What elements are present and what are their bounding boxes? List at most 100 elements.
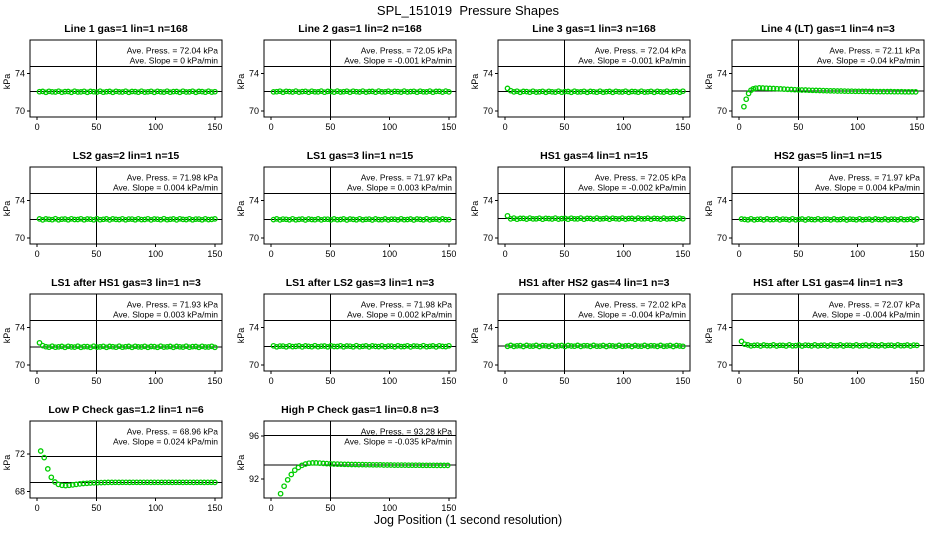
plot-title: Low P Check gas=1.2 lin=1 n=6: [48, 404, 203, 416]
y-axis-label: kPa: [470, 328, 480, 344]
y-tick-label: 70: [483, 360, 493, 370]
x-tick-label: 150: [207, 122, 222, 132]
y-axis-label: kPa: [704, 328, 714, 344]
plot-title: High P Check gas=1 lin=0.8 n=3: [281, 404, 439, 416]
y-tick-label: 74: [717, 68, 727, 78]
y-tick-label: 74: [717, 195, 727, 205]
plot-box: [497, 293, 691, 372]
x-tick-label: 150: [909, 249, 924, 259]
figure-title: SPL_151019 Pressure Shapes: [376, 3, 560, 18]
y-tick-label: 74: [15, 322, 25, 332]
ave-slope-label: Ave. Slope = 0.024 kPa/min: [113, 437, 218, 447]
ave-slope-label: Ave. Slope = -0.001 kPa/min: [578, 56, 686, 66]
y-axis-label: kPa: [470, 74, 480, 90]
ave-press-label: Ave. Press. = 72.04 kPa: [127, 46, 219, 56]
y-tick-label: 74: [15, 68, 25, 78]
plot-box: [263, 420, 457, 499]
y-tick-label: 74: [483, 322, 493, 332]
data-points: [504, 212, 686, 223]
plot-box: [29, 293, 223, 372]
x-tick-label: 150: [675, 122, 690, 132]
plot-box: [29, 166, 223, 245]
x-tick-label: 50: [793, 249, 803, 259]
ave-slope-label: Ave. Slope = 0.004 kPa/min: [815, 183, 920, 193]
plot-title: Line 4 (LT) gas=1 lin=4 n=3: [761, 23, 895, 35]
x-tick-label: 50: [325, 122, 335, 132]
x-tick-label: 0: [503, 249, 508, 259]
x-tick-label: 150: [675, 376, 690, 386]
y-axis-label: kPa: [236, 328, 246, 344]
y-axis-label: kPa: [236, 201, 246, 217]
y-axis-label: kPa: [2, 201, 12, 217]
y-tick-label: 70: [15, 360, 25, 370]
data-points: [270, 342, 452, 350]
ave-press-label: Ave. Press. = 71.98 kPa: [127, 173, 219, 183]
x-tick-label: 50: [325, 376, 335, 386]
y-axis-label: kPa: [236, 455, 246, 471]
plot-box: [263, 39, 457, 118]
y-tick-label: 72: [15, 449, 25, 459]
x-tick-label: 150: [441, 503, 456, 513]
y-axis-label: kPa: [704, 74, 714, 90]
ave-press-label: Ave. Press. = 71.97 kPa: [829, 173, 921, 183]
plot-box: [263, 293, 457, 372]
x-tick-label: 100: [148, 503, 163, 513]
x-tick-label: 0: [737, 376, 742, 386]
x-tick-label: 100: [616, 122, 631, 132]
x-tick-label: 100: [148, 122, 163, 132]
ave-press-label: Ave. Press. = 72.07 kPa: [829, 300, 921, 310]
x-tick-label: 150: [207, 376, 222, 386]
y-tick-label: 70: [717, 233, 727, 243]
data-points: [738, 338, 920, 349]
x-tick-label: 100: [382, 503, 397, 513]
x-tick-label: 0: [269, 503, 274, 513]
y-tick-label: 70: [15, 106, 25, 116]
ave-press-label: Ave. Press. = 71.97 kPa: [361, 173, 453, 183]
plot-box: [497, 166, 691, 245]
x-tick-label: 100: [850, 249, 865, 259]
plot-title: HS2 gas=5 lin=1 n=15: [774, 150, 882, 162]
plot-box: [731, 39, 925, 118]
y-tick-label: 70: [483, 233, 493, 243]
x-tick-label: 150: [441, 249, 456, 259]
ave-press-label: Ave. Press. = 72.04 kPa: [595, 46, 687, 56]
x-tick-label: 0: [737, 122, 742, 132]
ave-press-label: Ave. Press. = 72.11 kPa: [829, 46, 920, 56]
y-tick-label: 70: [15, 233, 25, 243]
x-tick-label: 0: [35, 249, 40, 259]
ave-slope-label: Ave. Slope = -0.004 kPa/min: [578, 310, 686, 320]
ave-slope-label: Ave. Slope = 0.003 kPa/min: [347, 183, 452, 193]
x-tick-label: 0: [503, 376, 508, 386]
ave-press-label: Ave. Press. = 72.02 kPa: [595, 300, 687, 310]
x-tick-label: 100: [616, 249, 631, 259]
plot-title: LS1 after HS1 gas=3 lin=1 n=3: [51, 277, 201, 289]
ave-slope-label: Ave. Slope = 0.002 kPa/min: [347, 310, 452, 320]
data-points: [277, 460, 451, 497]
x-tick-label: 100: [382, 376, 397, 386]
plot-box: [29, 39, 223, 118]
plot-title: LS1 gas=3 lin=1 n=15: [307, 150, 414, 162]
y-tick-label: 92: [249, 474, 259, 484]
x-tick-label: 50: [325, 503, 335, 513]
x-tick-label: 50: [559, 376, 569, 386]
x-tick-label: 50: [793, 122, 803, 132]
plot-title: Line 1 gas=1 lin=1 n=168: [64, 23, 188, 35]
y-tick-label: 70: [717, 360, 727, 370]
y-tick-label: 70: [483, 106, 493, 116]
data-points: [504, 85, 686, 96]
ave-press-label: Ave. Press. = 68.96 kPa: [127, 427, 219, 437]
x-tick-label: 100: [850, 376, 865, 386]
y-tick-label: 74: [483, 195, 493, 205]
x-tick-label: 150: [909, 376, 924, 386]
y-tick-label: 74: [249, 322, 259, 332]
x-tick-label: 100: [382, 122, 397, 132]
plot-title: Line 3 gas=1 lin=3 n=168: [532, 23, 656, 35]
ave-slope-label: Ave. Slope = -0.002 kPa/min: [578, 183, 686, 193]
